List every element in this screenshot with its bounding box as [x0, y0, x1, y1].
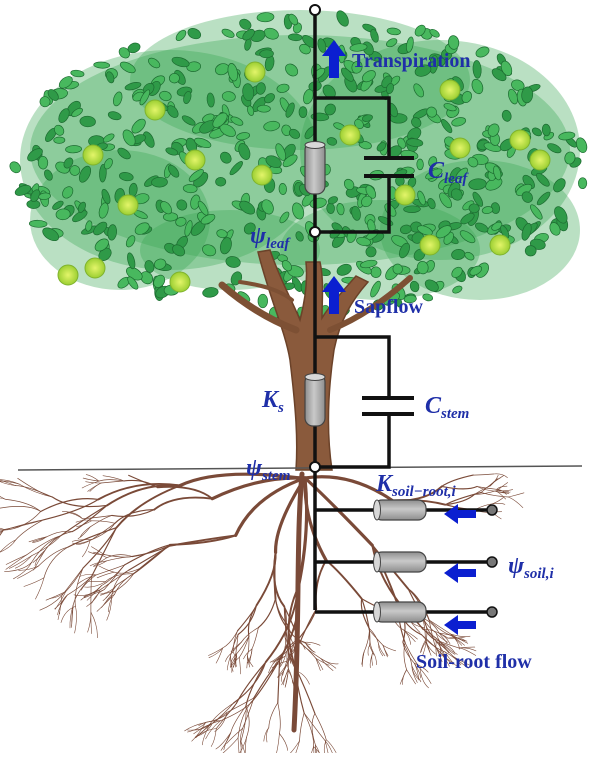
- transpiration-arrow-icon: [322, 40, 346, 78]
- leaf-node: [309, 226, 321, 238]
- transpiration-label: Transpiration: [352, 50, 471, 72]
- soil-flow-arrow-3-icon: [444, 615, 476, 635]
- stem-capacitor-wire-bottom: [315, 414, 391, 469]
- soil-node-2: [486, 556, 498, 568]
- soil-root-resistor-1: [373, 499, 427, 521]
- psi-stem-symbol: ψstem: [246, 455, 291, 484]
- ground-line: [17, 465, 583, 471]
- sapflow-arrow-icon: [322, 276, 346, 314]
- soil-root-flow-label: Soil-root flow: [416, 651, 532, 673]
- soil-root-resistor-2: [373, 551, 427, 573]
- leaf-capacitor-wire-bottom: [315, 176, 391, 234]
- stem-capacitor-wire-top: [315, 335, 391, 398]
- c-stem-symbol: Cstem: [425, 393, 470, 422]
- soil-node-1: [486, 504, 498, 516]
- soil-flow-arrow-2-icon: [444, 563, 476, 583]
- psi-leaf-symbol: ψleaf: [250, 223, 290, 252]
- atmosphere-node: [309, 4, 321, 16]
- tree-trunk: [218, 249, 413, 471]
- stem-node: [309, 461, 321, 473]
- psi-soil-symbol: ψsoil,i: [508, 553, 554, 582]
- k-s-symbol: Ks: [262, 387, 284, 416]
- stem-resistor: [304, 373, 326, 427]
- sapflow-label: Sapflow: [354, 296, 423, 318]
- leaf-resistor: [304, 141, 326, 195]
- soil-node-3: [486, 606, 498, 618]
- leaf-capacitor-wire-top: [315, 96, 391, 158]
- c-leaf-symbol: Cleaf: [428, 158, 468, 187]
- tree-canopy: [9, 10, 588, 322]
- soil-flow-arrow-1-icon: [444, 504, 476, 524]
- soil-root-resistor-3: [373, 601, 427, 623]
- root-system: [0, 471, 525, 758]
- k-soil-root-symbol: Ksoil−root,i: [376, 471, 456, 500]
